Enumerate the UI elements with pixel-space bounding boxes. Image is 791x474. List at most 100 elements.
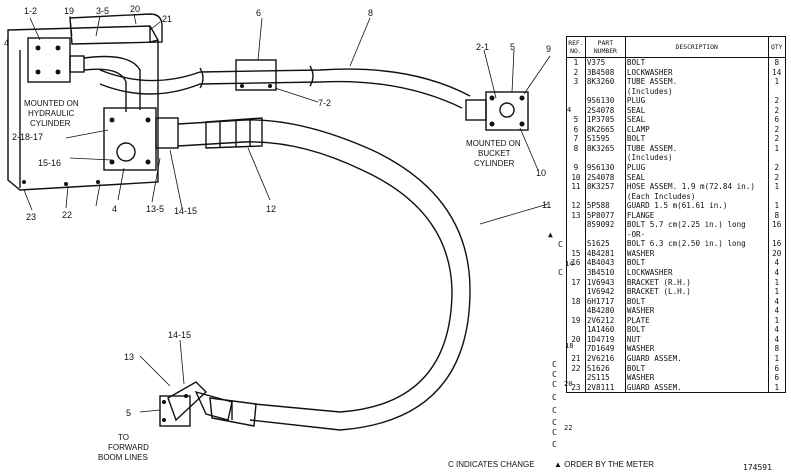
qty-cell: 16 — [768, 220, 787, 230]
description-cell: WASHER — [625, 248, 769, 259]
ref-20: 20 — [564, 380, 573, 388]
hose-11 — [177, 119, 471, 431]
qty-cell: 1 — [768, 201, 787, 211]
callout-2-18-17: 2-18-17 — [12, 132, 43, 142]
callout-11: 11 — [542, 200, 551, 210]
ref-no-cell — [566, 373, 586, 383]
qty-cell: 1 — [768, 277, 787, 288]
ref-no-cell: 5 — [566, 115, 586, 125]
order-legend: ▲ ORDER BY THE METER — [554, 460, 655, 469]
change-mark-19: C — [552, 360, 557, 369]
description-cell: BOLT — [625, 134, 769, 144]
ref-no-cell — [566, 86, 586, 97]
note-hydraulic-3: CYLINDER — [30, 119, 71, 128]
ref-no-cell: 13 — [566, 210, 586, 221]
part-number-cell: 3B4510 — [585, 268, 626, 278]
part-number-cell: 9S6130 — [585, 96, 626, 106]
ref-no-cell: 1 — [566, 57, 586, 68]
ref-no-cell: 8 — [566, 143, 586, 154]
description-cell: HOSE ASSEM. 1.9 m(72.84 in.) — [625, 182, 769, 192]
order-by-meter-mark: ▲ — [548, 230, 553, 239]
change-mark-20b: C — [552, 393, 557, 402]
part-number-cell: 8S9092 — [585, 220, 626, 230]
callout-6: 6 — [256, 8, 261, 18]
part-number-cell: 2S115 — [585, 373, 626, 383]
parts-list-header: REF. NO. PART NUMBER DESCRIPTION QTY — [566, 36, 787, 58]
description-cell: NUT — [625, 334, 769, 345]
description-cell: GUARD ASSEM. — [625, 382, 769, 394]
qty-cell: 8 — [768, 344, 787, 354]
table-row: (Includes) — [566, 153, 787, 164]
part-number-cell: 5P588 — [585, 201, 626, 211]
qty-cell: 6 — [768, 373, 787, 383]
change-mark-21: C — [552, 406, 557, 415]
part-number-cell: 1V6943 — [585, 277, 626, 288]
part-number-cell: 1D4719 — [585, 334, 626, 345]
part-number-cell — [585, 229, 626, 240]
figure-number: 174591 — [743, 463, 772, 472]
qty-cell: 1 — [768, 353, 787, 364]
qty-cell — [768, 191, 787, 202]
ref-no-cell: 21 — [566, 353, 586, 364]
ref-no-cell — [566, 96, 586, 106]
part-number-cell: 9S6130 — [585, 163, 626, 173]
part-number-cell: 7D1649 — [585, 344, 626, 354]
description-cell: PLUG — [625, 163, 769, 173]
note-bucket-2: BUCKET — [478, 149, 511, 158]
ref-no-cell: 7 — [566, 134, 586, 144]
change-mark-s1625: C — [558, 268, 563, 277]
description-cell: (Each Includes) — [625, 191, 769, 202]
description-cell: BOLT 6.3 cm(2.50 in.) long — [625, 239, 769, 249]
callout-14-15-bottom: 14-15 — [168, 330, 191, 340]
qty-cell: 1 — [768, 287, 787, 297]
ref-4: 4 — [567, 106, 572, 114]
description-cell: BOLT — [625, 325, 769, 335]
part-number-cell: 2V6216 — [585, 353, 626, 364]
description-cell: SEAL — [625, 172, 769, 183]
ref-no-cell — [566, 325, 586, 335]
ref-no-cell — [566, 239, 586, 249]
header-ref-no: REF. NO. — [566, 36, 586, 58]
note-bucket-3: CYLINDER — [474, 159, 515, 168]
table-row: (Each Includes) — [566, 191, 787, 202]
part-number-cell: S1595 — [585, 134, 626, 144]
note-hydraulic-2: HYDRAULIC — [28, 109, 74, 118]
header-qty: QTY — [767, 36, 787, 58]
description-cell: GUARD ASSEM. — [625, 353, 769, 364]
ref-no-cell — [566, 306, 586, 316]
qty-cell: 2 — [768, 96, 787, 106]
description-cell: FLANGE — [625, 210, 769, 221]
description-cell: SEAL — [625, 115, 769, 125]
callout-23: 23 — [26, 212, 36, 222]
ref-no-cell: 16 — [566, 258, 586, 269]
qty-cell: 1 — [768, 382, 787, 394]
change-mark-19b: C — [552, 370, 557, 379]
ref-no-cell — [566, 287, 586, 297]
part-number-cell: S1625 — [585, 239, 626, 249]
description-cell: GUARD 1.5 m(61.61 in.) — [625, 201, 769, 211]
plug — [116, 142, 136, 162]
qty-cell: 20 — [768, 248, 787, 259]
ref-no-cell: 20 — [566, 334, 586, 345]
part-number-cell: 5P8077 — [585, 210, 626, 221]
tube-8 — [99, 68, 471, 109]
part-number-cell: 1V6942 — [585, 287, 626, 297]
description-cell: BOLT — [625, 363, 769, 374]
part-number-cell: V375 — [585, 57, 626, 68]
description-cell: BOLT — [625, 57, 769, 68]
hose-assembly-diagram: 1-2 19 3-5 20 21 4 6 8 7-2 2-1 5 9 2-18-… — [4, 4, 551, 462]
